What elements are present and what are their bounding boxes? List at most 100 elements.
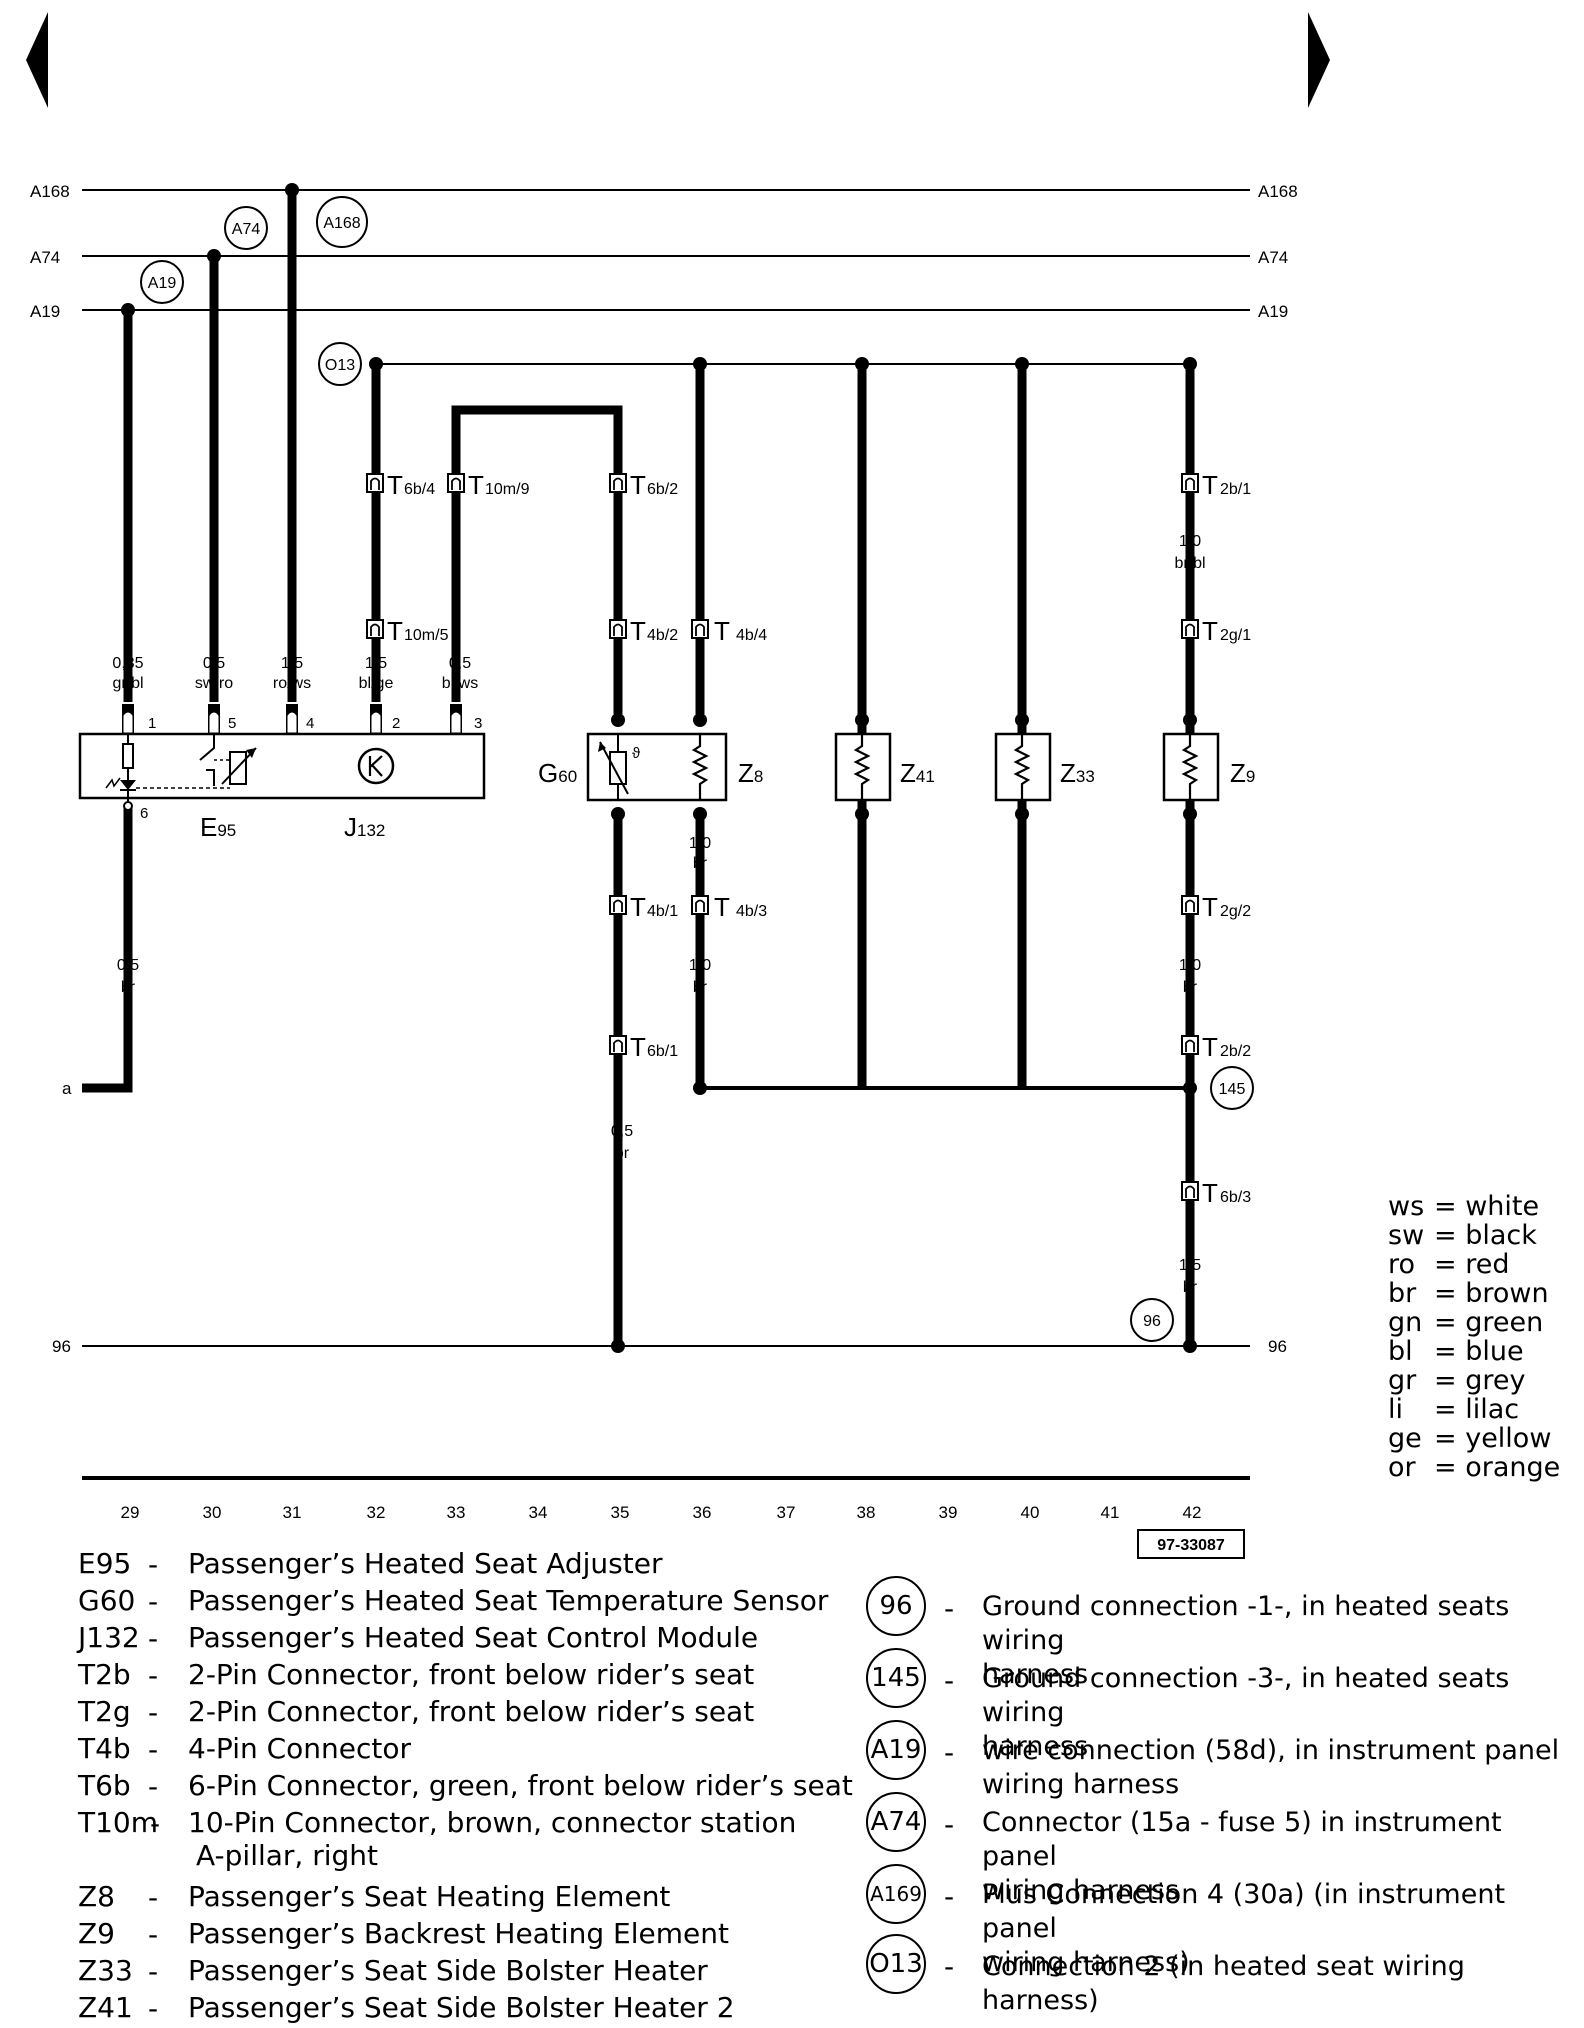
- connection-desc-line1: Ground connection -1-, in heated seats w…: [982, 1591, 1510, 1656]
- svg-text:39: 39: [939, 1503, 958, 1522]
- color-key-row: ws= white: [1388, 1191, 1540, 1222]
- svg-text:T: T: [630, 1032, 646, 1062]
- svg-text:T: T: [1202, 1178, 1218, 1208]
- wire-spec-29-lower-color: br: [121, 979, 136, 996]
- wire-spec-42-lower-size: 1,5: [1179, 1257, 1201, 1274]
- svg-text:T: T: [1202, 892, 1218, 922]
- figure-id-box: 97-33087: [1137, 1529, 1245, 1559]
- wire-spec-33-color: bl/ws: [442, 675, 478, 692]
- wire-col33-35-loop: [451, 405, 623, 714]
- circle-label-a168: A168: [316, 196, 368, 248]
- wire-spec-labels: 0,35 gr/bl 0,5 sw/ro 1,5 ro/ws 1,5 bl/ge…: [112, 533, 1205, 1296]
- color-key-row: gn= green: [1388, 1307, 1544, 1338]
- circle-label-o13: O13: [318, 342, 362, 386]
- svg-text:O13: O13: [325, 357, 355, 374]
- bus-line-a168: A168 A168: [30, 182, 1298, 201]
- wire-spec-42-upper-size: 1,0: [1179, 533, 1201, 550]
- svg-text:38: 38: [857, 1503, 876, 1522]
- wire-color-key: ws= white sw= black ro= red br= brown gn…: [1388, 1192, 1560, 1482]
- svg-text:4b/2: 4b/2: [647, 627, 678, 644]
- svg-text:6b/3: 6b/3: [1220, 1189, 1251, 1206]
- color-key-row: or= orange: [1388, 1452, 1561, 1483]
- color-key-row: br= brown: [1388, 1278, 1549, 1309]
- svg-text:97-33087: 97-33087: [1157, 1537, 1225, 1554]
- switch-icon: [199, 734, 215, 786]
- svg-text:5: 5: [228, 715, 236, 732]
- connection-desc-line2: wiring harness: [982, 1769, 1180, 1800]
- svg-text:41: 41: [1101, 1503, 1120, 1522]
- connection-desc-line2: harness: [982, 1659, 1089, 1690]
- color-key-row: ge= yellow: [1388, 1423, 1552, 1454]
- svg-text:T: T: [1202, 616, 1218, 646]
- connection-a74-icon: A74: [866, 1792, 926, 1852]
- component-label-z8: Z8: [738, 758, 763, 788]
- bus-label-left-96: 96: [52, 1337, 71, 1356]
- bus-label-right-a74: A74: [1258, 248, 1288, 267]
- wire-spec-36-mid-color: br: [693, 855, 708, 872]
- connection-desc-line1: Plus Connection 4 (30a) (in instrument p…: [982, 1879, 1506, 1944]
- connection-desc-line2: wiring harness): [982, 1947, 1190, 1978]
- svg-text:42: 42: [1183, 1503, 1202, 1522]
- svg-text:145: 145: [1219, 1081, 1246, 1098]
- ground-145-icon: 145: [866, 1648, 926, 1708]
- svg-text:T: T: [468, 470, 484, 500]
- svg-text:T: T: [714, 616, 730, 646]
- connection-desc-line1: wire connection (58d), in instrument pan…: [982, 1735, 1560, 1766]
- wire-spec-36-lower-color: br: [693, 979, 708, 996]
- wire-spec-36-lower-size: 1,0: [689, 957, 711, 974]
- module-k-icon: [357, 747, 395, 785]
- svg-text:36: 36: [693, 1503, 712, 1522]
- color-key-row: ro= red: [1388, 1249, 1510, 1280]
- wire-harness: [82, 190, 1195, 1346]
- component-z9: Z9: [1162, 732, 1255, 802]
- svg-text:T: T: [630, 892, 646, 922]
- wire-spec-42-upper-color: br/bl: [1174, 555, 1205, 572]
- svg-text:4b/4: 4b/4: [736, 627, 767, 644]
- svg-text:2b/2: 2b/2: [1220, 1043, 1251, 1060]
- svg-text:96: 96: [1143, 1313, 1161, 1330]
- svg-text:ϑ: ϑ: [632, 745, 641, 762]
- component-label-e95: E95: [200, 812, 236, 842]
- svg-text:A74: A74: [232, 221, 261, 238]
- svg-text:3: 3: [474, 715, 482, 732]
- component-g60-z8: ϑ G60 Z8: [538, 732, 763, 802]
- connection-desc-line1: Connector (15a - fuse 5) in instrument p…: [982, 1807, 1502, 1872]
- wire-spec-29-size: 0,35: [112, 655, 143, 672]
- previous-page-arrow-icon[interactable]: [26, 12, 48, 108]
- junction-dots: [121, 183, 1197, 1353]
- svg-text:T: T: [387, 470, 403, 500]
- svg-text:T: T: [1202, 1032, 1218, 1062]
- svg-text:29: 29: [121, 1503, 140, 1522]
- bus-line-a74: A74 A74: [30, 248, 1288, 267]
- circle-label-a74: A74: [224, 206, 268, 250]
- svg-text:34: 34: [529, 1503, 548, 1522]
- svg-text:A19: A19: [148, 275, 177, 292]
- resistor-icon: [122, 743, 134, 769]
- connector-t4b-4: T 4b/4: [691, 616, 767, 646]
- wire-spec-42-mid-size: 1,0: [1179, 957, 1201, 974]
- wire-spec-31-color: ro/ws: [273, 675, 311, 692]
- color-key-row: sw= black: [1388, 1220, 1537, 1251]
- component-label-z9: Z9: [1230, 758, 1255, 788]
- wire-spec-35-lower-size: 0,5: [611, 1123, 633, 1140]
- wire-spec-36-mid-size: 1,0: [689, 835, 711, 852]
- component-z41: Z41: [834, 732, 935, 802]
- wire-col29-lower: [82, 806, 133, 1093]
- svg-text:6b/1: 6b/1: [647, 1043, 678, 1060]
- svg-text:4b/3: 4b/3: [736, 903, 767, 920]
- bus-line-96: 96 96: [52, 1337, 1287, 1356]
- svg-text:6b/4: 6b/4: [404, 481, 435, 498]
- next-page-arrow-icon[interactable]: [1308, 12, 1330, 108]
- connection-a19-icon: A19: [866, 1720, 926, 1780]
- heating-element-z9-icon: [1181, 734, 1199, 800]
- svg-text:37: 37: [777, 1503, 796, 1522]
